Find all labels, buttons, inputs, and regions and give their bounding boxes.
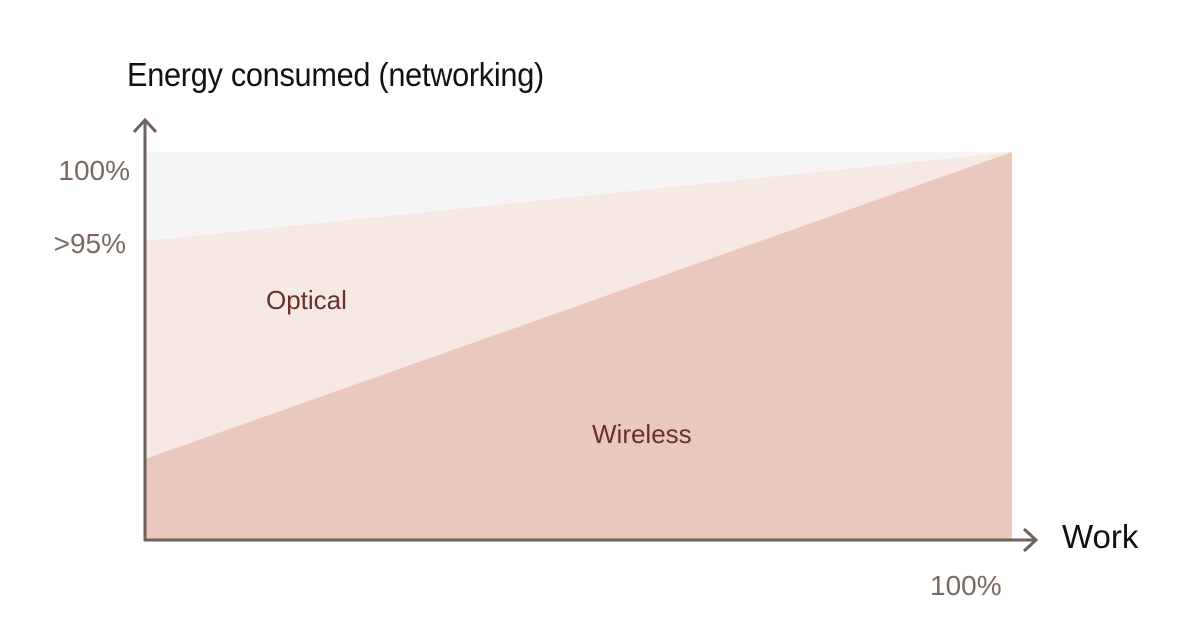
optical-label: Optical [266,285,347,315]
y-tick-100: 100% [58,155,130,186]
x-axis-title: Work [1062,518,1139,555]
y-axis-arrow-icon [132,117,158,134]
wireless-label: Wireless [592,419,692,449]
y-tick-95: >95% [53,228,126,259]
wireless-region [145,152,1012,540]
x-tick-100: 100% [930,570,1002,601]
x-axis-arrow-icon [1022,527,1039,553]
y-axis-title: Energy consumed (networking) [127,56,544,93]
